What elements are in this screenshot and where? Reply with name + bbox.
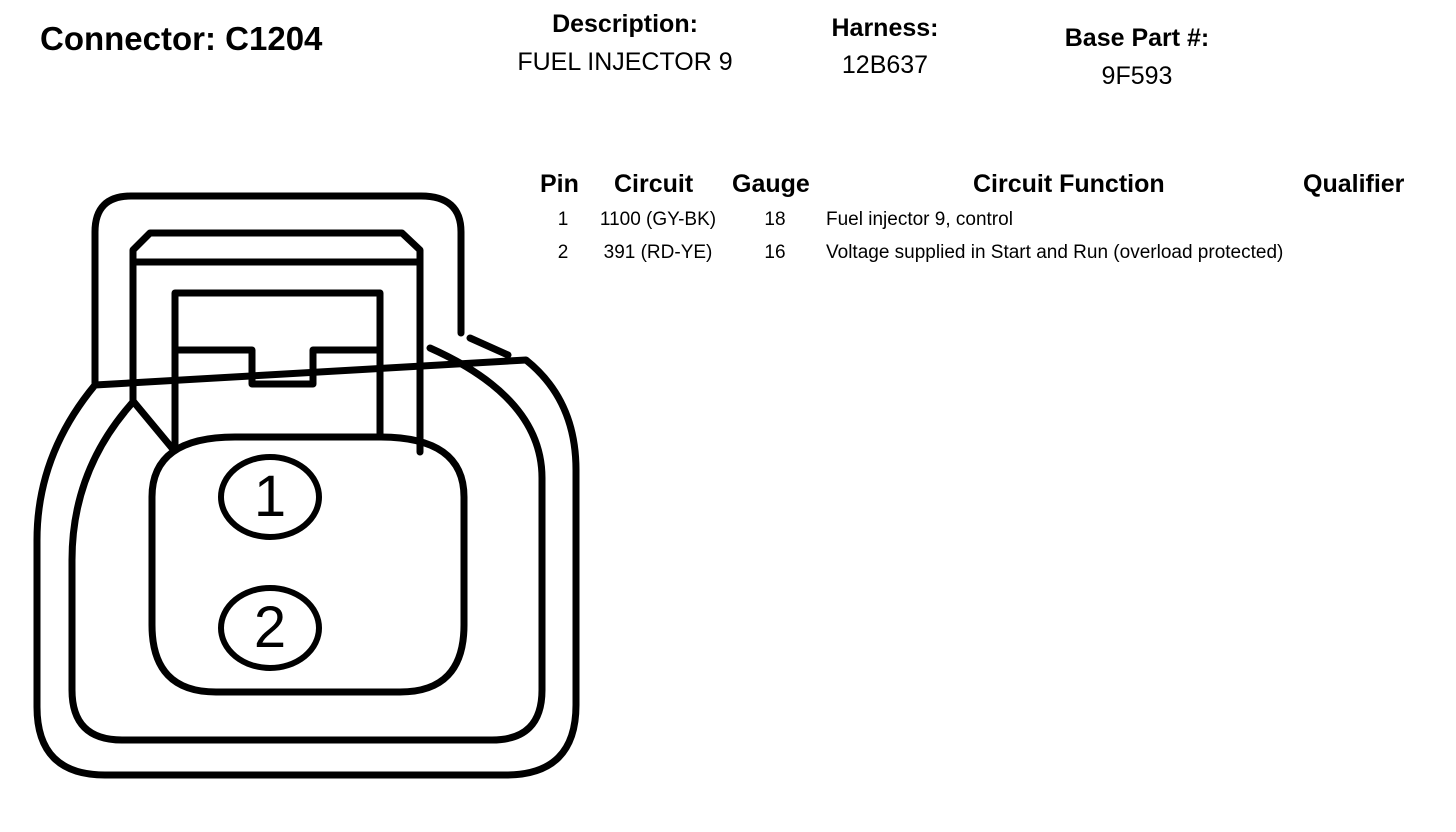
description-label: Description: <box>552 10 698 38</box>
row-circuit: 1100 (GY-BK) <box>599 209 717 230</box>
base-part-label: Base Part #: <box>1064 24 1210 52</box>
latch-window <box>171 289 384 452</box>
row-gauge: 18 <box>764 209 786 230</box>
col-header-qualifier: Qualifier <box>1303 170 1405 198</box>
connector-title: Connector: C1204 <box>40 20 323 57</box>
pin-1-label: 1 <box>254 464 286 529</box>
harness-value: 12B637 <box>841 51 929 79</box>
latch-outer <box>129 229 424 456</box>
col-header-pin: Pin <box>540 170 579 198</box>
latch-guide <box>129 397 176 452</box>
row-gauge: 16 <box>764 242 786 263</box>
harness-label: Harness: <box>831 14 939 42</box>
housing-outer-outline <box>33 192 580 779</box>
row-pin: 2 <box>557 242 569 263</box>
col-header-circuit: Circuit <box>614 170 694 198</box>
pin-cavity-body <box>148 433 468 696</box>
connector-face-diagram: 1 2 <box>33 192 580 779</box>
col-header-gauge: Gauge <box>732 170 810 198</box>
row-circuit: 391 (RD-YE) <box>603 242 713 263</box>
housing-inner-outline <box>68 344 546 744</box>
base-part-value: 9F593 <box>1101 62 1173 90</box>
col-header-function: Circuit Function <box>973 170 1165 198</box>
row-function: Voltage supplied in Start and Run (overl… <box>826 242 1284 263</box>
row-pin: 1 <box>557 209 569 230</box>
pin-1-circle <box>218 454 322 540</box>
row-function: Fuel injector 9, control <box>826 209 1013 230</box>
pin-2-circle <box>218 585 322 671</box>
pin-2-label: 2 <box>254 595 286 660</box>
description-value: FUEL INJECTOR 9 <box>517 48 733 76</box>
